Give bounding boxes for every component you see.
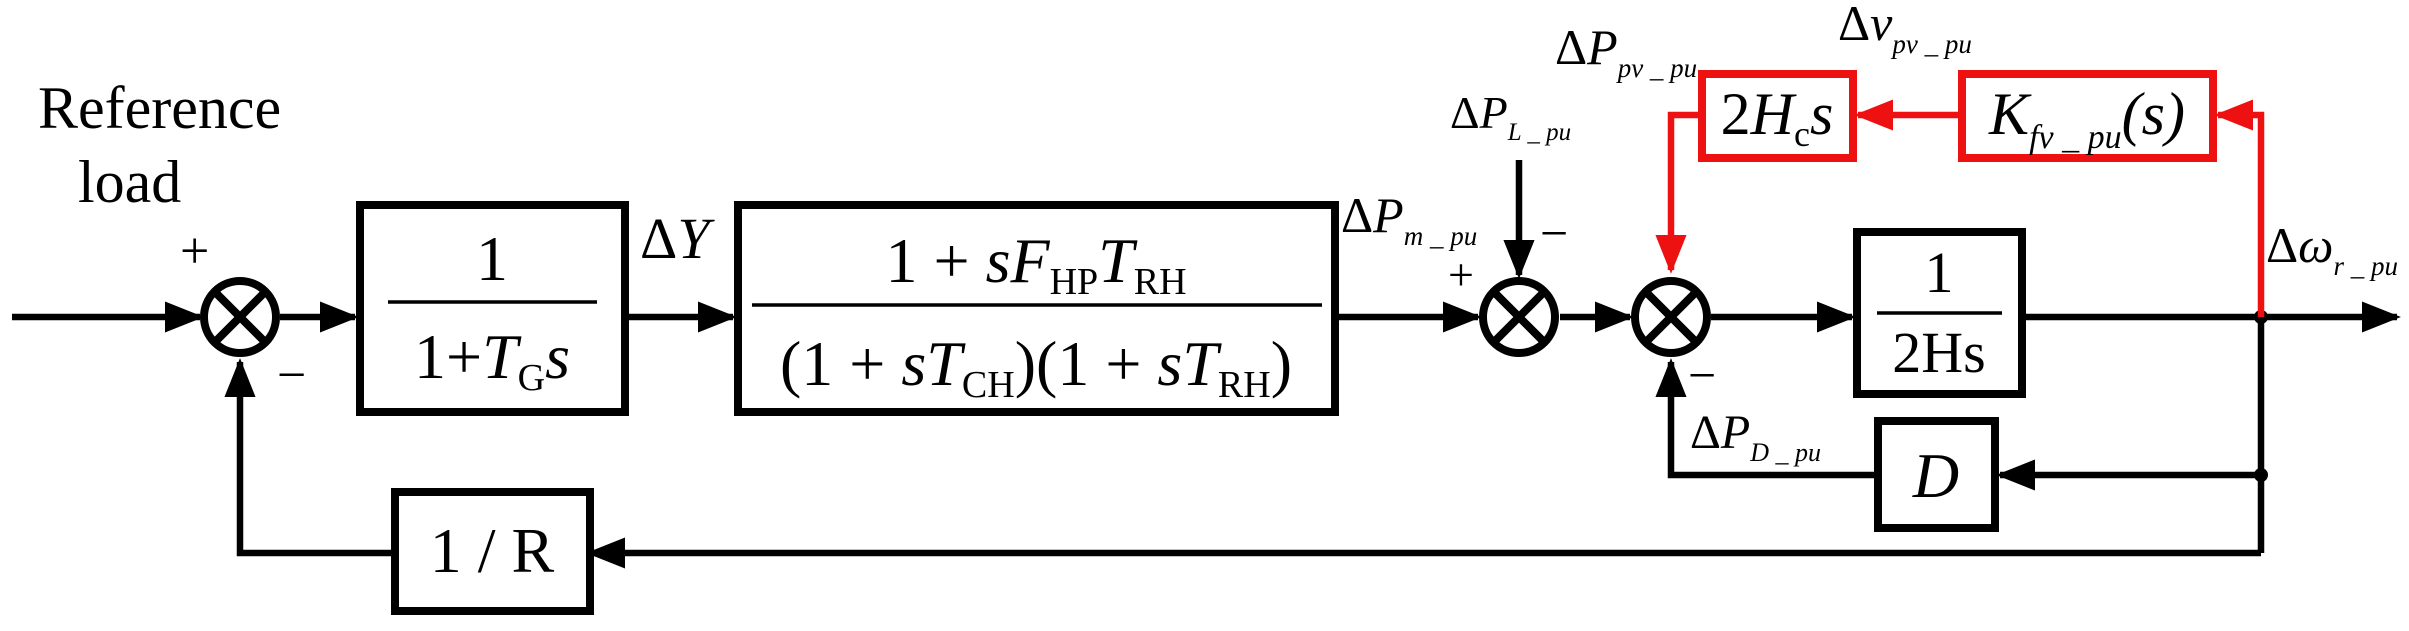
- virtual-inertia-to-sum3-line: [1655, 111, 1702, 274]
- controller-block: [1958, 70, 2217, 162]
- governor-numerator: 1: [476, 223, 508, 294]
- summing-junction-3: [1631, 277, 1711, 357]
- damping-power-label: ΔPD _ pu: [1690, 406, 1821, 467]
- mechanical-power-label: ΔPm _ pu: [1341, 187, 1477, 251]
- governor-block: [356, 201, 629, 416]
- inertia-denominator: 2Hs: [1892, 320, 1985, 385]
- sum1-plus-sign: +: [180, 223, 209, 280]
- summing-junction-2: [1479, 277, 1559, 357]
- droop-label: 1 / R: [430, 515, 555, 586]
- governor-denominator: 1+TGs: [414, 321, 570, 399]
- turbine-numerator: 1 + sFHPTRH: [885, 225, 1186, 303]
- sum1-minus-sign: −: [277, 347, 306, 404]
- signal-lines: [12, 160, 2401, 569]
- turbine-block: [734, 201, 1339, 416]
- droop-to-sum1-line: [224, 358, 393, 557]
- sum2-plus-sign: +: [1448, 249, 1474, 300]
- frequency-deviation-label: Δωr _ pu: [2266, 217, 2398, 281]
- pv-voltage-label: Δvpv _ pu: [1838, 0, 1972, 59]
- virtual-power-label: ΔPpv _ pu: [1555, 19, 1697, 83]
- sum3-minus-sign: −: [1688, 347, 1716, 403]
- branch-point-middle: [2254, 468, 2268, 482]
- turbine-transfer-function: 1 + sFHPTRH (1 + sTCH)(1 + sTRH): [780, 225, 1292, 406]
- omega-to-controller-line: [2214, 99, 2265, 317]
- inertia-numerator: 1: [1925, 240, 1954, 305]
- droop-block: [391, 488, 594, 615]
- virtual-inertia-path: [1655, 99, 2265, 317]
- turbine-denominator: (1 + sTCH)(1 + sTRH): [780, 328, 1292, 406]
- reference-load-label-line2: load: [78, 149, 181, 215]
- reference-load-label-line1: Reference: [38, 75, 281, 141]
- damping-block: [1874, 417, 1999, 532]
- governor-transfer-function: 1 1+TGs: [414, 223, 570, 399]
- summing-junction-1: [200, 277, 280, 357]
- virtual-inertia-label: 2Hcs: [1721, 81, 1834, 154]
- load-power-label: ΔPL _ pu: [1450, 87, 1571, 146]
- damping-label: D: [1912, 440, 1959, 511]
- damping-to-sum3-line: [1655, 358, 1878, 479]
- virtual-inertia-block: [1698, 70, 1857, 162]
- controller-label: Kfv _ pu(s): [1988, 81, 2185, 156]
- sum2-minus-sign: −: [1540, 205, 1568, 261]
- delta-y-label: ΔY: [640, 206, 715, 271]
